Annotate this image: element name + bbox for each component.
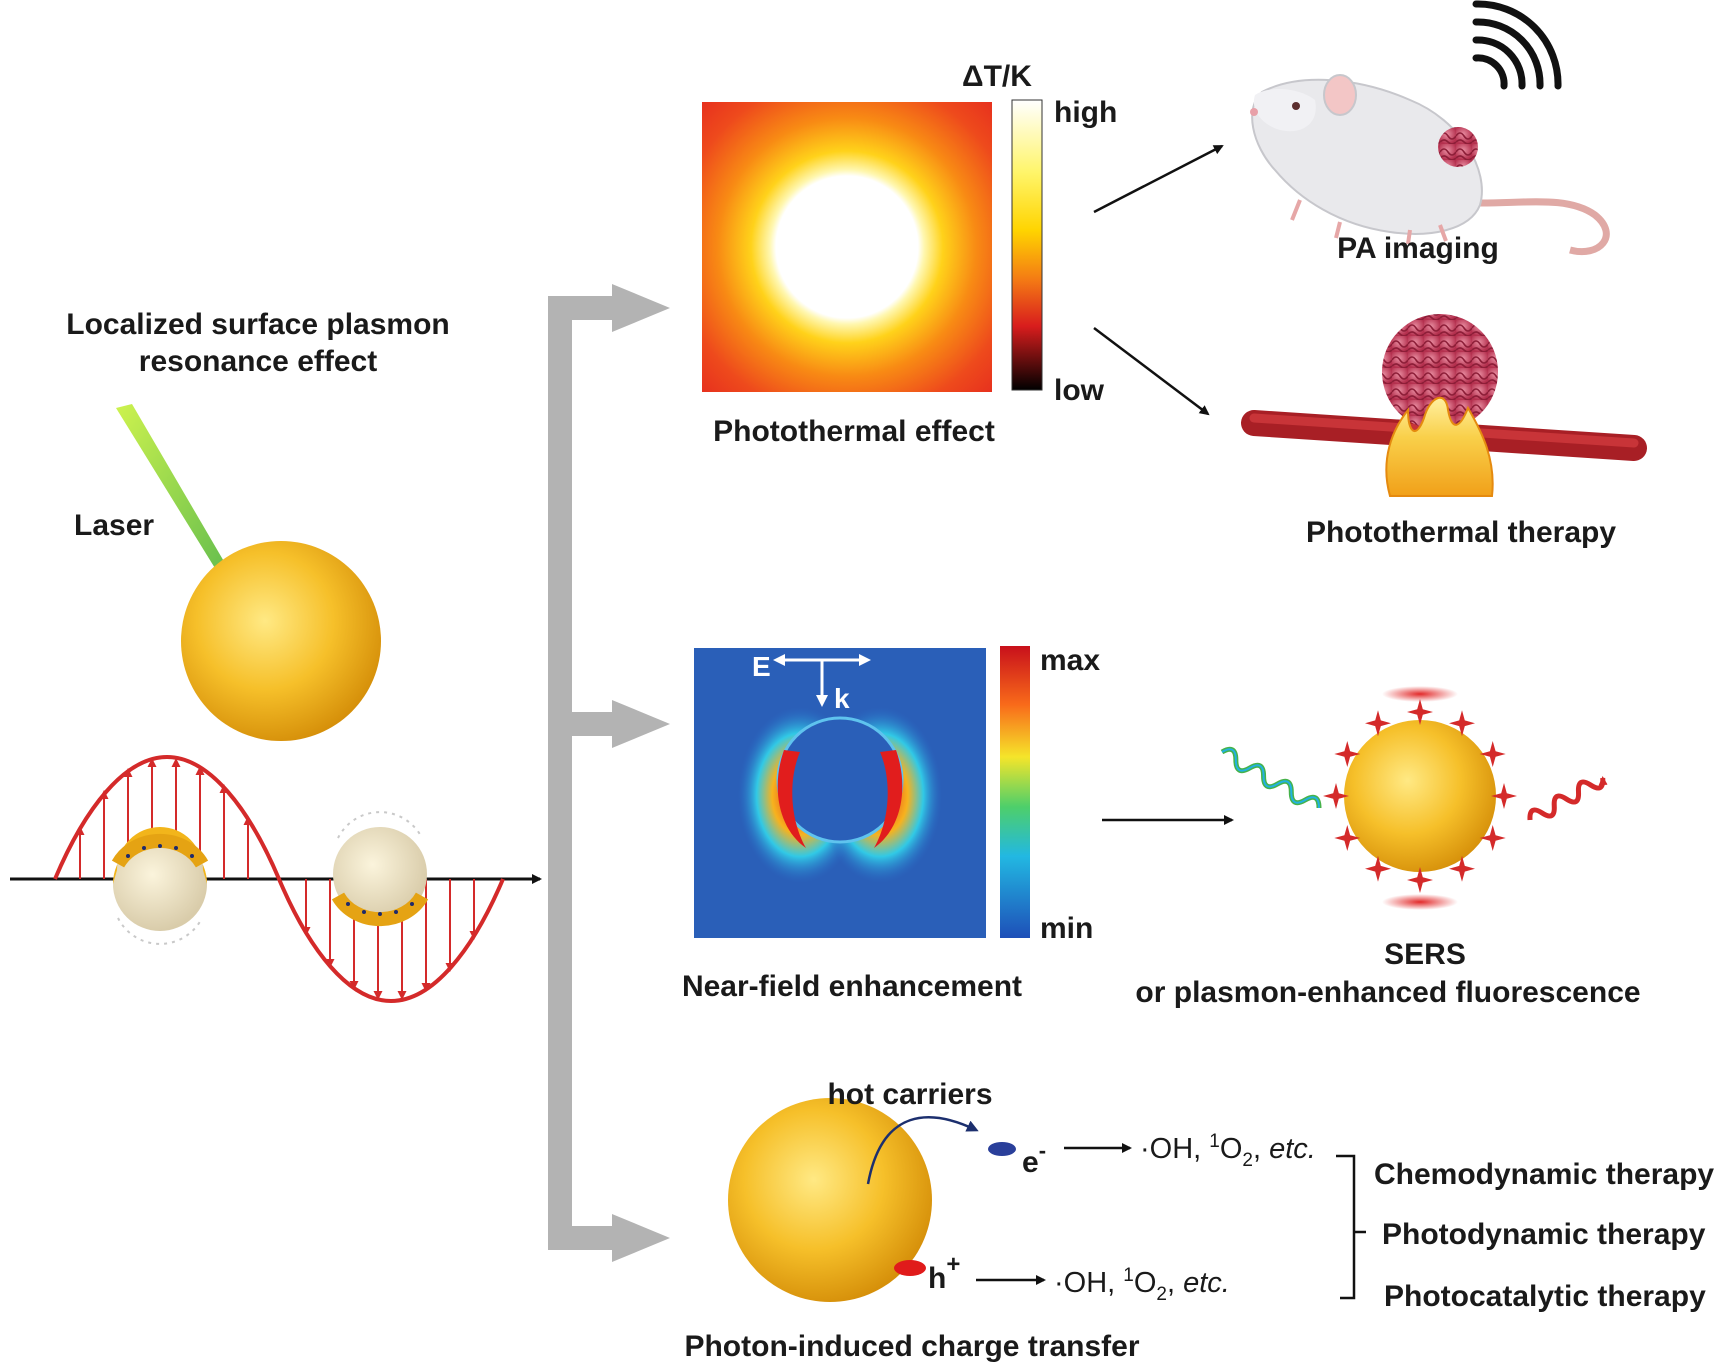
- species-line-1: ·OH, 1O2, etc.: [1140, 1131, 1316, 1171]
- photothermal-panel: ΔT/K high low Photothermal effect PA ima…: [702, 0, 1647, 549]
- star-icon: [1334, 741, 1361, 767]
- mouse-illustration: [1250, 74, 1610, 256]
- star-icon: [1323, 783, 1349, 809]
- charge-transfer-caption: Photon-induced charge transfer: [684, 1330, 1139, 1363]
- hole-label: h+: [928, 1251, 960, 1295]
- analyte-stars: [1323, 699, 1517, 893]
- branch-connector: [548, 284, 670, 1262]
- sers-illustration: [1220, 686, 1608, 910]
- species-line-2: ·OH, 1O2, etc.: [1054, 1265, 1230, 1305]
- heat-map: [702, 102, 992, 392]
- gold-nanoparticle-2: [728, 1098, 932, 1302]
- oscillating-particle-2: [331, 811, 429, 927]
- star-icon: [1407, 699, 1433, 725]
- star-icon: [1479, 741, 1506, 767]
- incident-photon-icon: [1220, 746, 1322, 809]
- star-icon: [1449, 710, 1475, 737]
- photothermal-therapy-label: Photothermal therapy: [1306, 516, 1616, 549]
- star-icon: [1407, 867, 1433, 893]
- lspr-title-line1: Localized surface plasmon: [66, 308, 449, 341]
- electron-label: e-: [1022, 1138, 1046, 1179]
- photothermal-caption: Photothermal effect: [713, 415, 995, 448]
- field-scale-min: min: [1040, 912, 1093, 945]
- star-icon: [1491, 783, 1517, 809]
- pa-imaging-label: PA imaging: [1337, 232, 1499, 265]
- sers-label: SERS: [1384, 938, 1466, 971]
- tumor-spot: [1438, 127, 1478, 167]
- laser-beam: [116, 404, 236, 586]
- therapy-label-1: Chemodynamic therapy: [1374, 1158, 1714, 1191]
- star-icon: [1449, 855, 1475, 882]
- therapy-label-2: Photodynamic therapy: [1382, 1218, 1706, 1251]
- therapy-illustration: [1241, 314, 1647, 497]
- lspr-title-line2: resonance effect: [139, 345, 377, 378]
- scattered-photon-icon: [1527, 776, 1608, 821]
- heat-scale-title: ΔT/K: [962, 60, 1032, 93]
- nearfield-caption: Near-field enhancement: [682, 970, 1022, 1003]
- nearfield-panel: E k max min Near-field enhancement SERS …: [682, 644, 1641, 1009]
- tumor-sphere: [1382, 314, 1498, 430]
- star-icon: [1365, 855, 1391, 882]
- oscillating-particle-1: [111, 827, 209, 945]
- gold-nanoparticle: [181, 541, 381, 741]
- flame-icon: [1385, 396, 1494, 497]
- signal-waves-icon: [1472, 0, 1562, 90]
- charge-transfer-panel: hot carriers e- h+ ·OH, 1O2, etc. ·OH, 1…: [684, 1078, 1714, 1363]
- therapy-bracket: [1336, 1154, 1366, 1300]
- heat-scale-bar: [1011, 99, 1043, 391]
- therapy-label-3: Photocatalytic therapy: [1384, 1280, 1706, 1313]
- hot-carriers-label: hot carriers: [827, 1078, 992, 1111]
- hole-icon: [894, 1260, 926, 1276]
- field-scale-bar: [1000, 646, 1030, 938]
- electron-icon: [988, 1142, 1016, 1156]
- laser-label: Laser: [74, 509, 154, 542]
- star-icon: [1334, 825, 1361, 851]
- heat-scale-high: high: [1054, 96, 1117, 129]
- fluorescence-label: or plasmon-enhanced fluorescence: [1135, 976, 1640, 1009]
- star-icon: [1365, 710, 1391, 737]
- heat-scale-low: low: [1054, 374, 1105, 407]
- e-field-label: E: [752, 651, 771, 682]
- star-icon: [1479, 825, 1506, 851]
- em-wave: [10, 754, 542, 1004]
- k-vector-label: k: [834, 683, 850, 714]
- hot-carrier-arrow: [866, 1116, 979, 1185]
- lspr-panel: Localized surface plasmon resonance effe…: [10, 308, 542, 1004]
- field-scale-max: max: [1040, 644, 1100, 677]
